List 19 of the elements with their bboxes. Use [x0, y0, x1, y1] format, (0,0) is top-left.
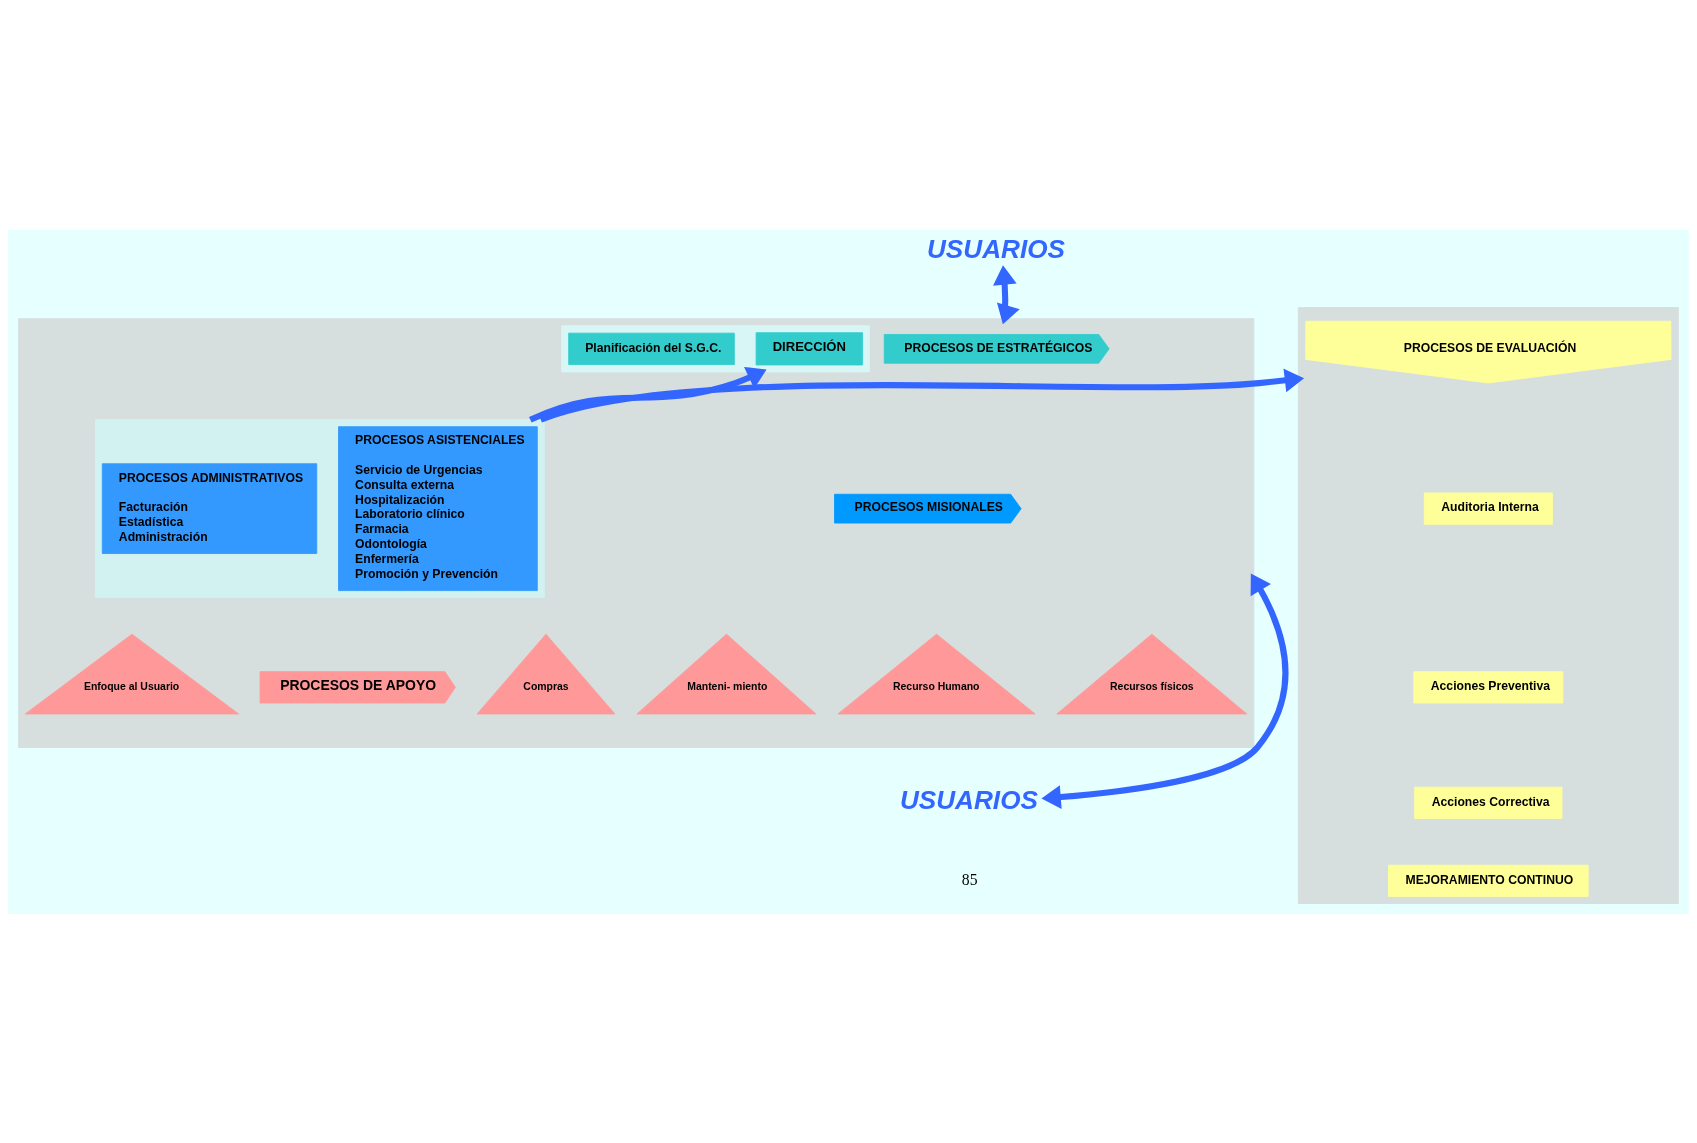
cluster	[561, 324, 870, 372]
label: 85	[961, 870, 978, 888]
node-box: Acciones Correctiva	[1414, 786, 1563, 819]
node-box: Planificación del S.G.C.	[568, 332, 735, 365]
node-box: PROCESOS ADMINISTRATIVOS Facturación Estadística Administración	[101, 462, 318, 554]
node-box: DIRECCIÓN	[755, 331, 863, 365]
node-text: USUARIOS	[926, 233, 1065, 264]
cluster	[94, 418, 545, 598]
node-box: Auditoria Interna	[1423, 492, 1553, 525]
cluster	[18, 317, 1255, 748]
node-box: PROCESOS ASISTENCIALES Servicio de Urgencias Consulta externa Hospitalización Laboratorio clínico Farmacia Odontología Enfermería Promoción y Prevención	[338, 425, 538, 591]
arrow	[539, 368, 1305, 423]
arrow	[1041, 573, 1289, 809]
node-box: MEJORAMIENTO CONTINUO	[1388, 864, 1589, 897]
arrow	[529, 366, 767, 423]
arrow	[993, 264, 1020, 324]
cluster	[1297, 306, 1679, 904]
node-box: Acciones Preventiva	[1413, 670, 1564, 703]
node-text: USUARIOS	[899, 784, 1038, 815]
